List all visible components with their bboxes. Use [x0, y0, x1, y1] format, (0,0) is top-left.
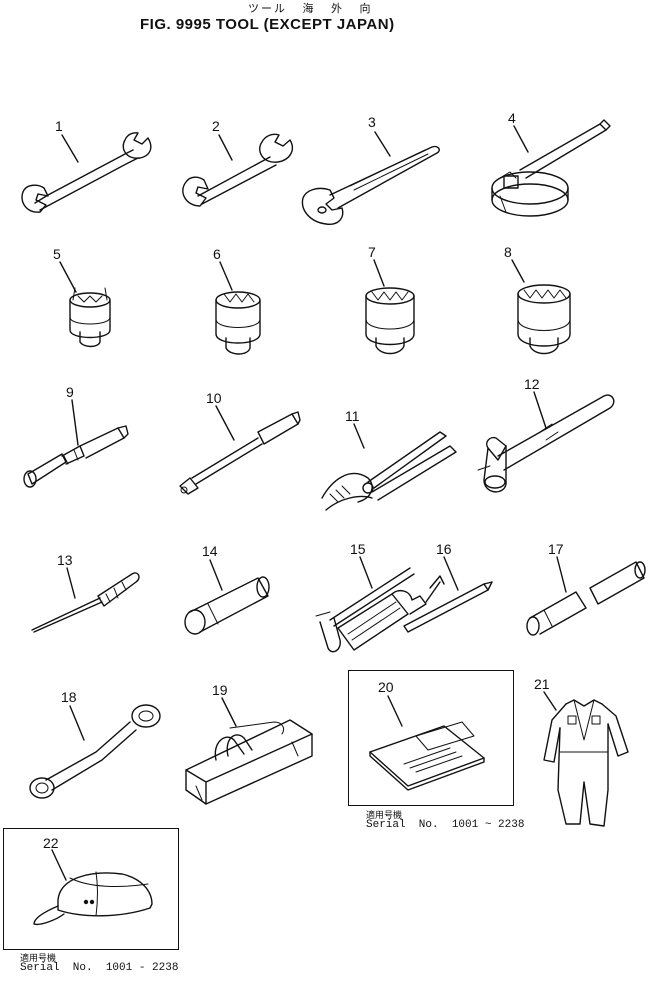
item-11-pliers-icon — [321, 431, 457, 511]
item-22-frame — [3, 828, 179, 950]
item-number-11: 11 — [345, 408, 360, 424]
item-7-socket-icon — [365, 287, 415, 355]
japanese-title: ツール 海 外 向 — [248, 2, 373, 15]
item-22-cap-icon — [33, 871, 153, 926]
figure-title: FIG. 9995 TOOL (EXCEPT JAPAN) — [140, 16, 395, 33]
item-number-15: 15 — [350, 541, 366, 557]
item-22-serial-jp-label: 適用号機 — [20, 954, 57, 964]
item-8-socket-icon — [517, 284, 571, 355]
item-20-frame — [348, 670, 514, 806]
item-number-8: 8 — [504, 244, 512, 260]
item-17-socket-bar-icon — [526, 561, 646, 636]
item-3-adjustable-wrench-icon — [301, 145, 440, 225]
item-number-22: 22 — [43, 835, 59, 851]
item-16-nozzle-pipe-icon — [403, 581, 493, 633]
item-number-21: 21 — [534, 676, 550, 692]
item-20-serial-jp-label: 適用号機 — [366, 811, 403, 821]
item-number-1: 1 — [55, 118, 63, 134]
item-number-2: 2 — [212, 118, 220, 134]
item-9-socket-extension-icon — [23, 425, 129, 488]
item-18-box-end-wrench-icon — [29, 704, 161, 799]
item-1-open-end-wrench-icon — [21, 132, 152, 213]
item-number-17: 17 — [548, 541, 564, 557]
item-4-filter-wrench-icon — [491, 119, 611, 217]
item-2-open-end-wrench-icon — [182, 133, 294, 207]
item-number-19: 19 — [212, 682, 228, 698]
item-number-9: 9 — [66, 384, 74, 400]
item-13-screwdriver-icon — [31, 572, 140, 633]
item-15-grease-gun-icon — [315, 567, 445, 653]
item-number-18: 18 — [61, 689, 77, 705]
item-number-3: 3 — [368, 114, 376, 130]
item-22-serial-range: Serial No. 1001 - 2238 — [20, 962, 179, 974]
item-number-7: 7 — [368, 244, 376, 260]
item-number-4: 4 — [508, 110, 516, 126]
item-number-12: 12 — [524, 376, 540, 392]
item-19-tool-bag-icon — [185, 719, 313, 805]
item-number-20: 20 — [378, 679, 394, 695]
item-14-cylinder-case-icon — [184, 576, 270, 635]
leader-lines — [51, 125, 567, 881]
item-number-16: 16 — [436, 541, 452, 557]
item-21-coverall-icon — [543, 699, 629, 827]
item-number-14: 14 — [202, 543, 218, 559]
item-number-13: 13 — [57, 552, 73, 568]
item-5-socket-icon — [69, 287, 111, 348]
item-6-socket-icon — [215, 291, 261, 355]
item-10-extension-bar-icon — [179, 411, 301, 495]
item-number-5: 5 — [53, 246, 61, 262]
item-12-hammer-icon — [477, 394, 615, 493]
item-number-10: 10 — [206, 390, 222, 406]
item-20-serial-range: Serial No. 1001 ~ 2238 — [366, 819, 525, 831]
item-number-6: 6 — [213, 246, 221, 262]
item-20-manual-booklet-icon — [369, 721, 485, 791]
